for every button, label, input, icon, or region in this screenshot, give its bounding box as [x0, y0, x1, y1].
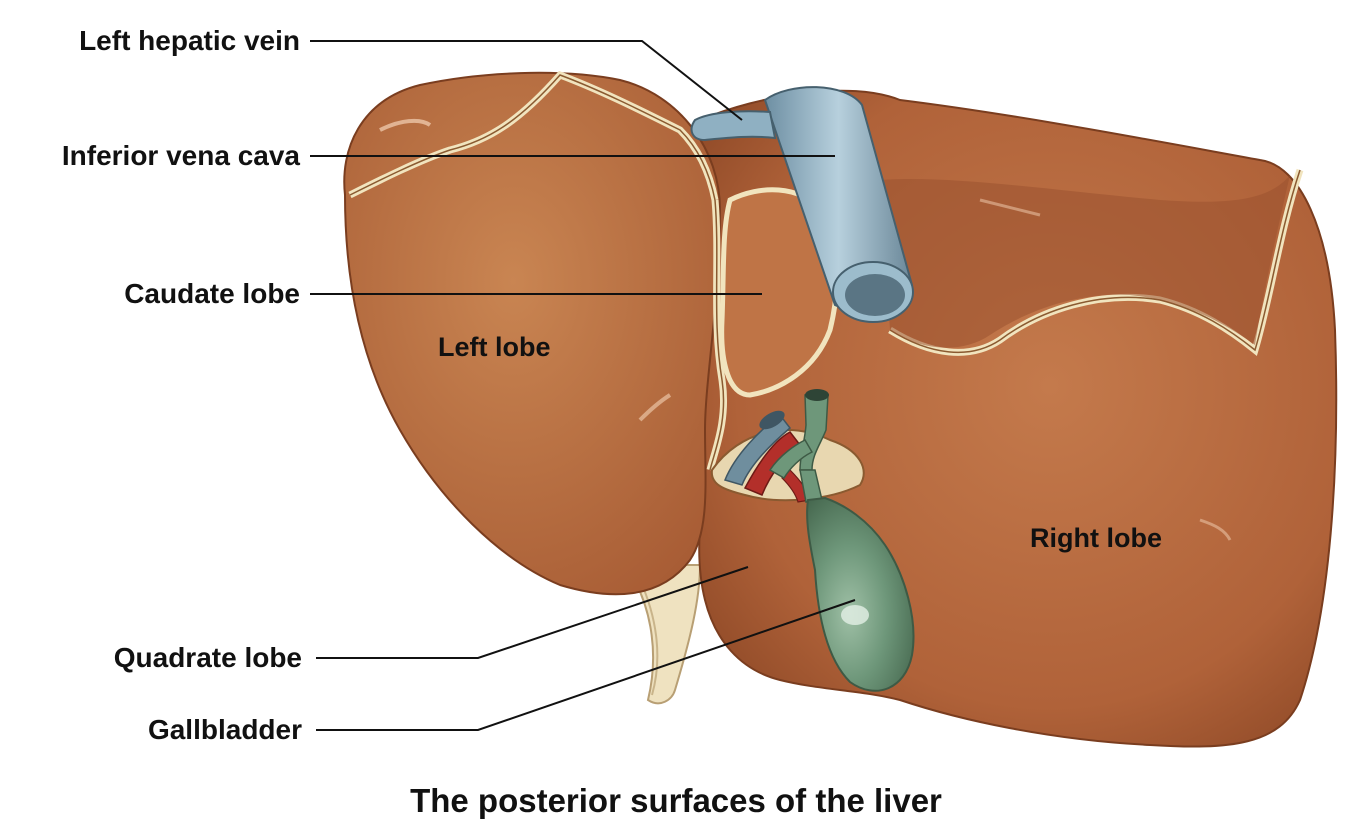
label-quadrate-lobe: Quadrate lobe	[113, 642, 302, 673]
label-caudate-lobe: Caudate lobe	[124, 278, 300, 309]
label-right-lobe: Right lobe	[1030, 523, 1162, 553]
left-lobe-shape	[343, 71, 722, 596]
leader-left-hepatic-vein	[310, 40, 743, 121]
label-left-lobe: Left lobe	[438, 332, 551, 362]
inferior-vena-cava-shape	[690, 86, 914, 323]
figure-caption: The posterior surfaces of the liver	[410, 782, 942, 819]
label-gallbladder: Gallbladder	[147, 714, 302, 745]
round-ligament	[623, 564, 702, 705]
gallbladder-shape	[806, 496, 915, 692]
leader-quadrate-lobe	[316, 566, 749, 659]
leader-gallbladder	[316, 599, 856, 731]
label-inferior-vena-cava: Inferior vena cava	[61, 140, 300, 171]
label-left-hepatic-vein: Left hepatic vein	[79, 25, 300, 56]
